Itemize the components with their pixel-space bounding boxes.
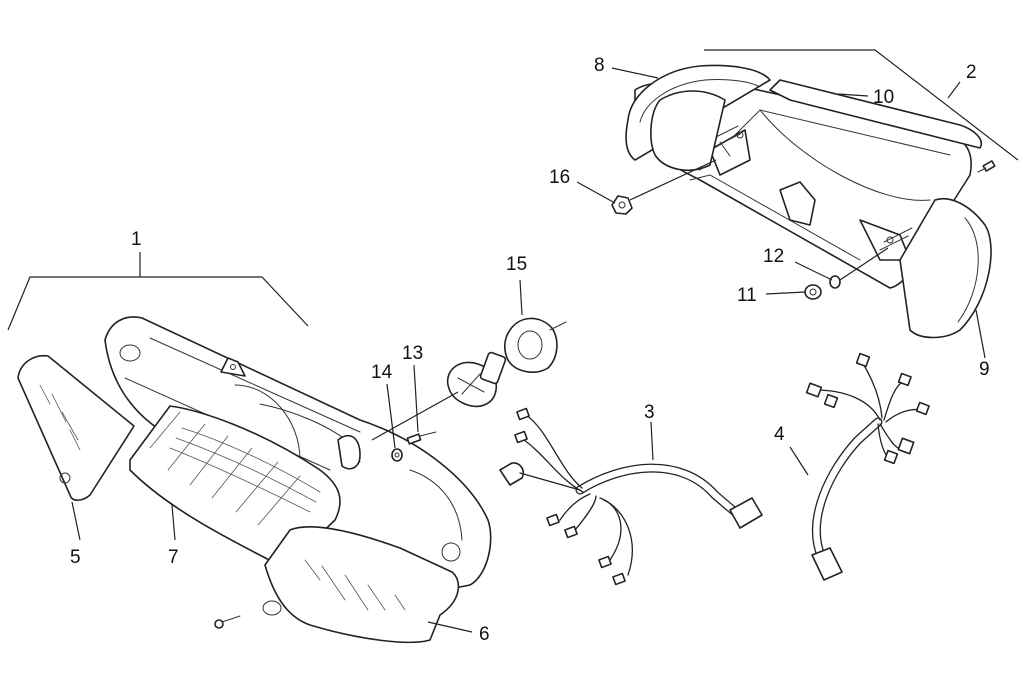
callout-6: 6 — [479, 624, 490, 645]
callout-3: 3 — [644, 402, 655, 423]
callout-15: 15 — [506, 254, 527, 275]
front-light-lens-right — [262, 526, 460, 644]
front-light-lens-left — [17, 354, 135, 502]
callout-16: 16 — [549, 167, 570, 188]
front-light-screw — [214, 615, 241, 629]
rear-light-lens-right — [899, 198, 992, 339]
wiring-harness-secondary — [805, 352, 930, 581]
callout-12: 12 — [763, 246, 784, 267]
group-bracket-front-light — [7, 252, 309, 331]
screw-13 — [406, 431, 437, 445]
callout-10: 10 — [873, 87, 894, 108]
callout-13: 13 — [402, 343, 423, 364]
callout-7: 7 — [168, 547, 179, 568]
callout-4: 4 — [774, 424, 785, 445]
wiring-harness-main — [499, 407, 763, 586]
rear-screw — [977, 160, 996, 173]
bulb — [446, 351, 507, 408]
front-light-housing — [104, 316, 492, 589]
front-light-lens-center — [129, 405, 341, 569]
callout-11: 11 — [737, 285, 757, 306]
callout-leaders — [71, 67, 986, 633]
callout-14: 14 — [371, 362, 393, 383]
bulb-socket — [504, 317, 567, 373]
group-bracket-rear-light — [704, 49, 1019, 161]
callout-9: 9 — [979, 359, 990, 380]
rear-light-gasket-right — [769, 79, 982, 149]
bulb-holder-16 — [611, 195, 633, 215]
callout-5: 5 — [70, 547, 81, 568]
rear-light-lens-left — [650, 90, 726, 171]
nut-11 — [804, 284, 822, 300]
washer-12 — [829, 275, 841, 289]
callout-2: 2 — [966, 62, 977, 83]
callout-1: 1 — [131, 229, 142, 250]
washer-14 — [391, 448, 403, 462]
callout-8: 8 — [594, 55, 605, 76]
